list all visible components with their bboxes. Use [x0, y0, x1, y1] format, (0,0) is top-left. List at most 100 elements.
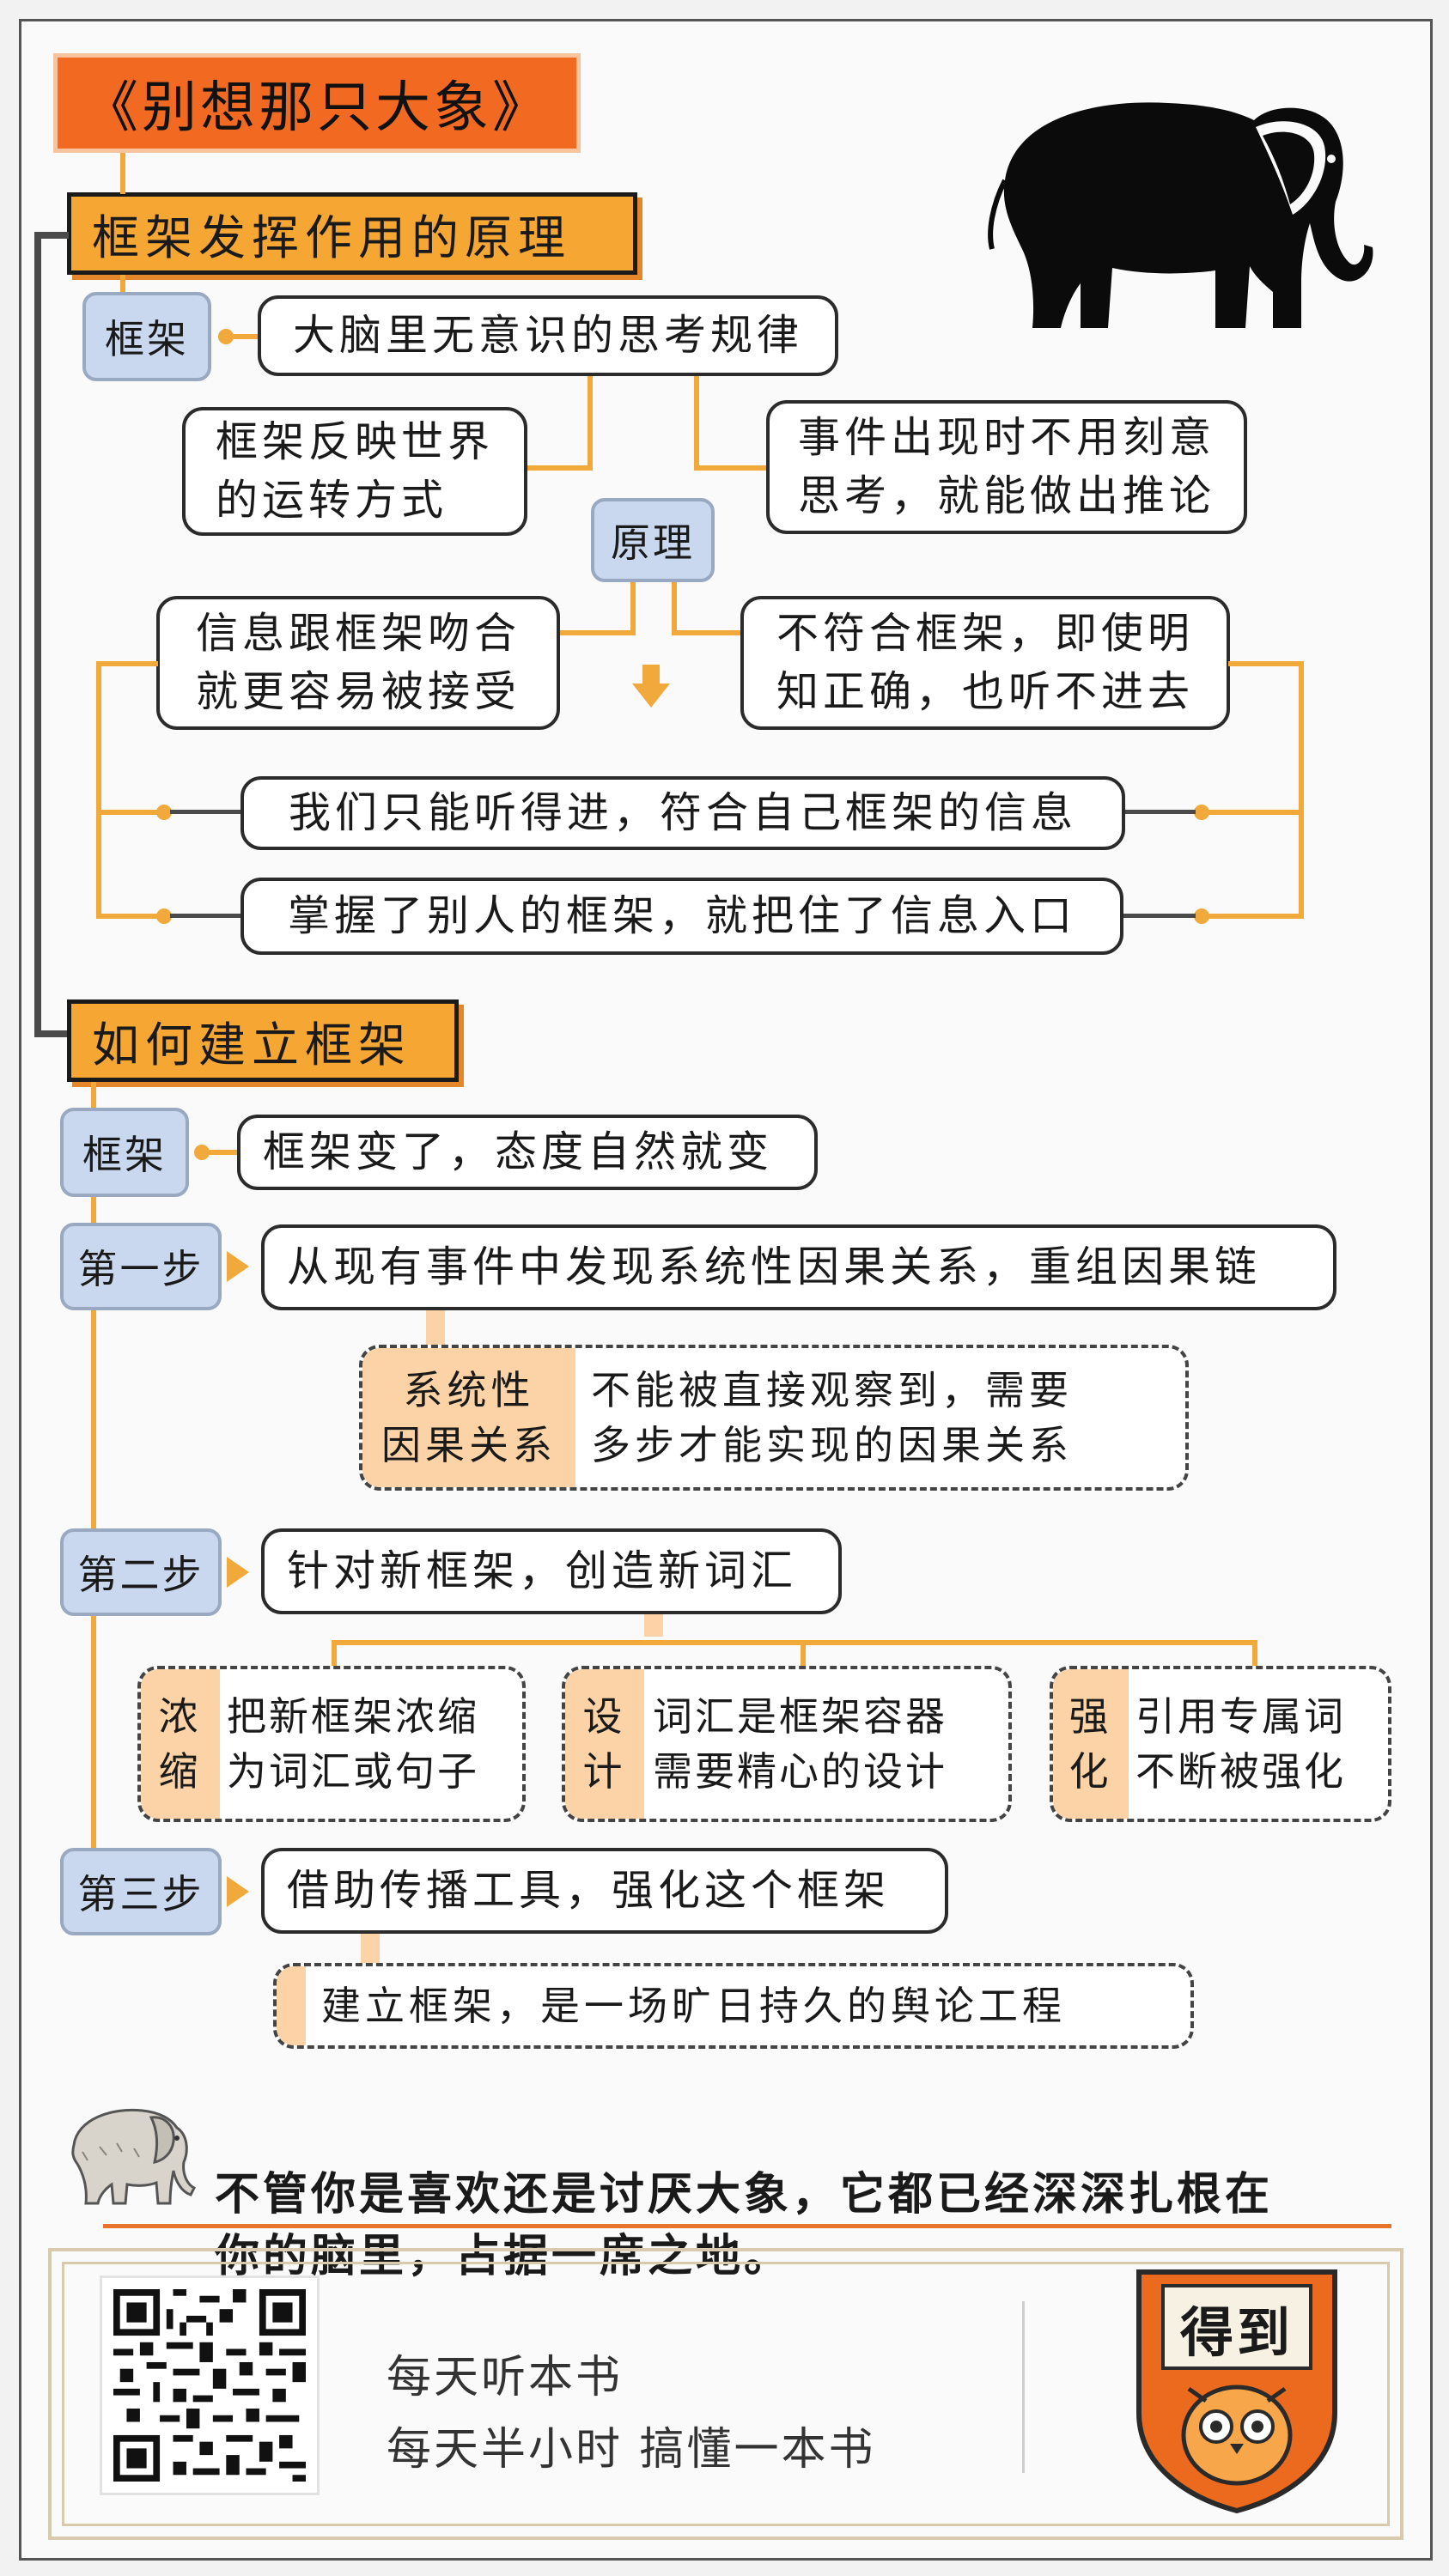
- section2-frame-label-text: 框架: [82, 1132, 167, 1178]
- section2-frame-box: 框架变了，态度自然就变: [237, 1115, 818, 1190]
- conclusion1-dot-right: [1194, 805, 1209, 820]
- conclusion1-text: 我们只能听得进，符合自己框架的信息: [288, 788, 1077, 837]
- elephant-silhouette-icon: [988, 102, 1373, 328]
- footer-line2-text: 每天半小时 搞懂一本书: [387, 2424, 876, 2476]
- step1-arrow-icon: [227, 1251, 249, 1282]
- conclusion2-box: 掌握了别人的框架，就把住了信息入口: [240, 878, 1123, 955]
- frame-dot: [218, 329, 234, 344]
- page-title: 《别想那只大象》: [53, 53, 581, 153]
- section2-frame-label: 框架: [60, 1108, 189, 1197]
- sub1-text: 把新框架浓缩 为词汇或句子: [227, 1693, 479, 1795]
- footer-divider: [103, 2224, 1391, 2228]
- qr-code-icon[interactable]: [113, 2289, 306, 2482]
- right-bracket: [1299, 661, 1304, 919]
- step2-label-text: 第二步: [77, 1552, 204, 1598]
- step3-label: 第三步: [60, 1848, 222, 1935]
- step2-sub3: 强 化 引用专属词 不断被强化: [1050, 1666, 1391, 1822]
- principle-label: 原理: [591, 498, 715, 582]
- elephant-sketch-icon: [71, 2108, 197, 2205]
- section1-heading-text: 框架发挥作用的原理: [92, 210, 572, 265]
- section-connector: [34, 232, 41, 1037]
- page-title-text: 《别想那只大象》: [83, 76, 551, 140]
- section-connector-bottom: [34, 1030, 69, 1037]
- step1-box: 从现有事件中发现系统性因果关系，重组因果链: [261, 1224, 1336, 1310]
- step2-label: 第二步: [60, 1528, 222, 1616]
- frame-definition: 大脑里无意识的思考规律: [258, 295, 838, 376]
- step2-branch-1: [332, 1640, 337, 1666]
- step3-stem: [361, 1934, 380, 1965]
- left-bracket: [96, 661, 101, 919]
- right-note-connector-h: [694, 465, 770, 471]
- step1-tag-text: 系统性 因果关系: [381, 1367, 557, 1468]
- step3-detail-text: 建立框架，是一场旷日持久的舆论工程: [321, 1983, 1066, 2029]
- section2-frame-text: 框架变了，态度自然就变: [263, 1127, 774, 1176]
- sub3-tag: 强 化: [1053, 1669, 1129, 1819]
- step3-label-text: 第三步: [77, 1871, 204, 1917]
- frame-link: [228, 334, 263, 339]
- section2-frame-link: [204, 1150, 239, 1155]
- step1-label: 第一步: [60, 1223, 222, 1310]
- left-tick-2: [96, 914, 165, 919]
- frame-definition-text: 大脑里无意识的思考规律: [292, 311, 803, 360]
- accept-text: 信息跟框架吻合 就更容易被接受: [195, 609, 521, 716]
- footer-line1: 每天听本书: [387, 2341, 623, 2405]
- step3-arrow-icon: [227, 1876, 249, 1907]
- sub2-text: 词汇是框架容器 需要精心的设计: [653, 1693, 947, 1795]
- conclusion2-dot-left: [156, 908, 172, 924]
- step2-text: 针对新框架，创造新词汇: [287, 1546, 798, 1595]
- sub1-tag: 浓 缩: [141, 1669, 220, 1819]
- right-tick-2: [1202, 914, 1304, 919]
- left-note-text: 框架反映世界 的运转方式: [215, 417, 494, 525]
- step1-detail-text: 不能被直接观察到，需要 多步才能实现的因果关系: [591, 1367, 1073, 1468]
- conclusion2-link-right: [1120, 914, 1196, 918]
- step3-box: 借助传播工具，强化这个框架: [261, 1848, 948, 1934]
- closing-quote: 不管你是喜欢还是讨厌大象，它都已经深深扎根在 你的脑里，占据一席之地。: [215, 2102, 1383, 2287]
- right-tick-1: [1202, 810, 1304, 815]
- step2-box: 针对新框架，创造新词汇: [261, 1528, 842, 1614]
- step2-branch-2: [801, 1640, 806, 1666]
- left-note: 框架反映世界 的运转方式: [182, 407, 527, 536]
- right-note-text: 事件出现时不用刻意 思考，就能做出推论: [797, 413, 1215, 520]
- section2-spine: [91, 1082, 96, 1906]
- left-note-connector-v: [588, 376, 593, 471]
- left-tick-1: [96, 810, 165, 815]
- sub3-tag-text: 强 化: [1068, 1693, 1113, 1795]
- principle-label-text: 原理: [611, 519, 695, 566]
- footer-line2: 每天半小时 搞懂一本书: [387, 2413, 876, 2477]
- left-note-connector-h: [526, 465, 593, 471]
- step3-text: 借助传播工具，强化这个框架: [287, 1866, 891, 1915]
- conclusion2-text: 掌握了别人的框架，就把住了信息入口: [287, 891, 1076, 940]
- section2-frame-dot: [194, 1145, 210, 1160]
- right-note-connector-v: [694, 376, 699, 471]
- step2-branch-3: [1252, 1640, 1257, 1666]
- frame-label-text: 框架: [105, 316, 189, 362]
- sub3-text: 引用专属词 不断被强化: [1135, 1693, 1346, 1795]
- footer-inner-frame: [62, 2262, 1390, 2526]
- section-connector-top: [34, 232, 69, 239]
- section2-heading-text: 如何建立框架: [92, 1018, 412, 1072]
- right-bracket-top: [1228, 661, 1304, 666]
- title-stem: [120, 153, 125, 194]
- step2-sub1: 浓 缩 把新框架浓缩 为词汇或句子: [137, 1666, 526, 1822]
- reject-text: 不符合框架，即使明 知正确，也听不进去: [776, 609, 1194, 716]
- dedao-logo-icon: [1136, 2269, 1337, 2514]
- footer-line1-text: 每天听本书: [387, 2352, 624, 2403]
- step1-label-text: 第一步: [77, 1246, 204, 1292]
- step1-text: 从现有事件中发现系统性因果关系，重组因果链: [287, 1242, 1262, 1291]
- step2-stem: [644, 1614, 663, 1637]
- sub2-tag: 设 计: [565, 1669, 644, 1819]
- down-arrow-icon: [632, 665, 670, 708]
- step1-detail-stem: [426, 1310, 445, 1345]
- step2-sub2: 设 计 词汇是框架容器 需要精心的设计: [562, 1666, 1012, 1822]
- footer-separator: [1022, 2301, 1025, 2473]
- accept-connector-h: [558, 630, 636, 635]
- reject-connector-h: [672, 630, 744, 635]
- step1-tag: 系统性 因果关系: [362, 1348, 575, 1487]
- conclusion2-dot-right: [1194, 908, 1209, 924]
- step3-detail: 建立框架，是一场旷日持久的舆论工程: [273, 1963, 1194, 2049]
- frame-label: 框架: [82, 292, 211, 381]
- conclusion2-link-left: [170, 914, 242, 918]
- accept-box: 信息跟框架吻合 就更容易被接受: [156, 596, 560, 730]
- section1-heading: 框架发挥作用的原理: [67, 192, 637, 275]
